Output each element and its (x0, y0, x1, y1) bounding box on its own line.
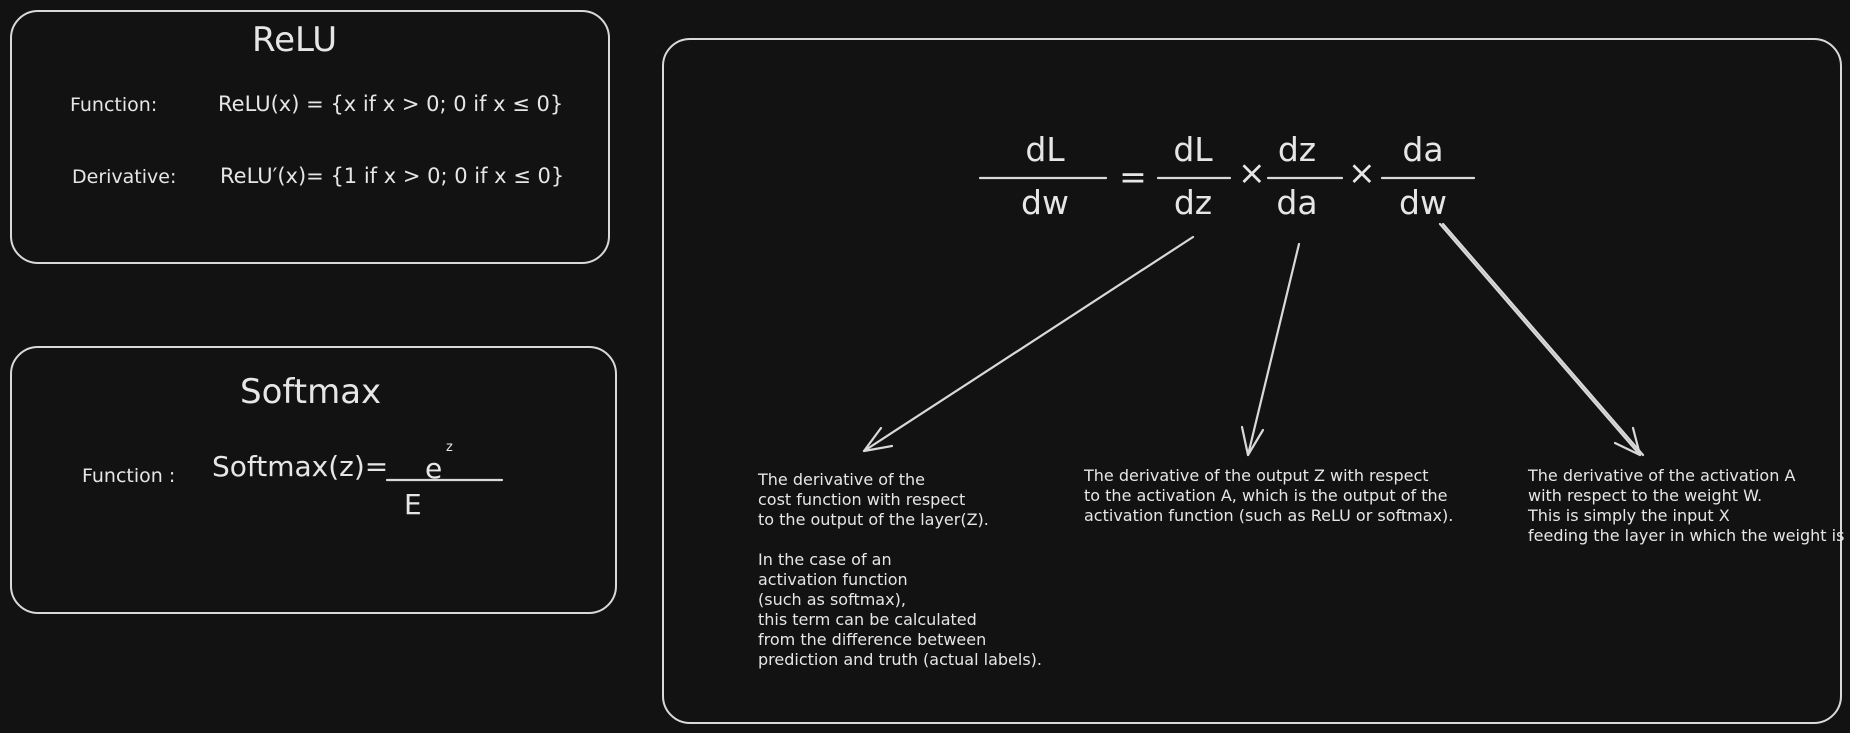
term1-denominator: dz (1173, 183, 1213, 222)
equals-sign: = (1119, 157, 1147, 196)
chain-rule-card (662, 38, 1842, 724)
softmax-title: Softmax (240, 372, 382, 412)
lhs-denominator: dw (1021, 183, 1069, 222)
term3-numerator: da (1402, 130, 1444, 169)
relu-derivative-label: Derivative: (72, 166, 177, 188)
relu-card (10, 10, 610, 264)
softmax-card (10, 346, 617, 614)
softmax-lhs: Softmax(z)= (212, 450, 389, 483)
relu-title: ReLU (252, 20, 338, 60)
relu-function-label: Function: (70, 94, 158, 116)
softmax-exponent: z (446, 440, 453, 455)
lhs-numerator: dL (1025, 130, 1065, 169)
softmax-denominator: E (404, 488, 422, 521)
term2-denominator: da (1276, 183, 1318, 222)
note-dz-da: The derivative of the output Z with resp… (1084, 466, 1454, 525)
term1-numerator: dL (1173, 130, 1213, 169)
term3-denominator: dw (1399, 183, 1447, 222)
term2-numerator: dz (1277, 130, 1317, 169)
times-sign-2: × (1348, 153, 1376, 192)
softmax-function-label: Function : (82, 465, 176, 487)
note-dl-dz: The derivative of the cost function with… (758, 470, 1042, 669)
relu-function-formula: ReLU(x) = {x if x > 0; 0 if x ≤ 0} (218, 92, 564, 116)
note-da-dw: The derivative of the activation A with … (1528, 466, 1845, 545)
softmax-numerator: e (425, 452, 443, 485)
relu-derivative-formula: ReLU′(x)= {1 if x > 0; 0 if x ≤ 0} (220, 164, 565, 188)
times-sign-1: × (1238, 153, 1266, 192)
